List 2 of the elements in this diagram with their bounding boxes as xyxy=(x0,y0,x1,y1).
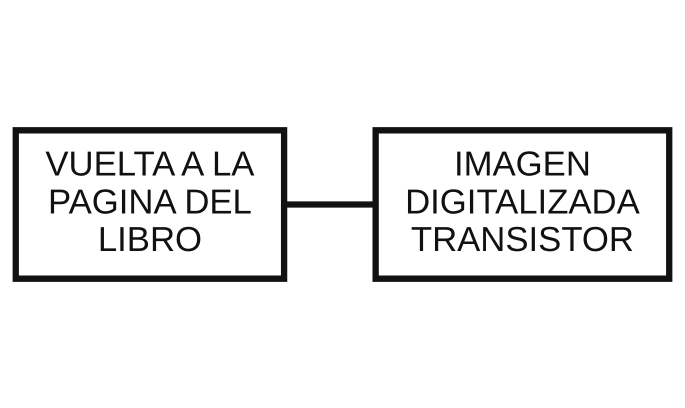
node-box: IMAGEN DIGITALIZADA TRANSISTOR xyxy=(372,126,672,282)
node-box: VUELTA A LA PAGINA DEL LIBRO xyxy=(12,126,288,282)
